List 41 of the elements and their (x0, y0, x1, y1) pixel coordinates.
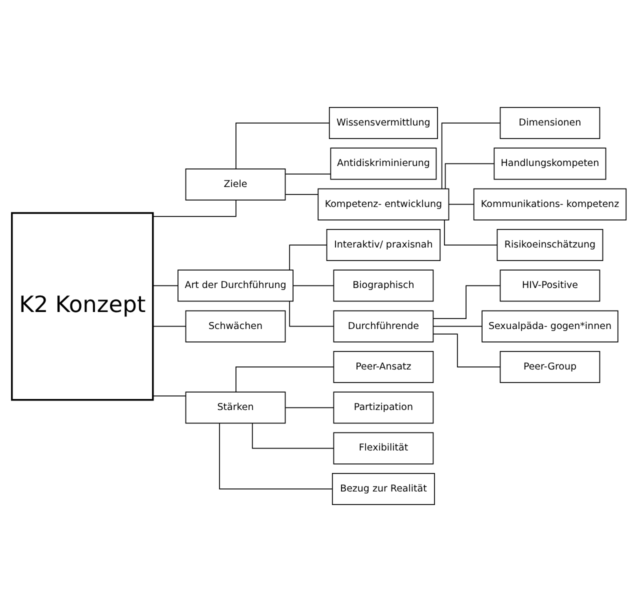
node-box: Dimensionen (500, 107, 600, 140)
node-box: Risikoeinschätzung (496, 229, 604, 262)
connector (292, 285, 334, 286)
node-box: Handlungskompeten (494, 148, 606, 180)
connector (152, 200, 236, 217)
node-box: Kompetenz- entwicklung (318, 188, 450, 220)
node-box: Peer-Ansatz (333, 350, 434, 383)
node-box: HIV-Positive (500, 270, 600, 302)
node-box: Sexualpäda- gogen*innen (482, 310, 618, 342)
connector (285, 194, 318, 195)
connector (236, 122, 330, 170)
connector (441, 122, 500, 190)
node-box: Antidiskriminierung (330, 148, 437, 180)
connector (289, 244, 328, 270)
connector (444, 220, 498, 246)
node-box: Ziele (185, 168, 286, 200)
connector (448, 204, 474, 205)
node-box: Wissensvermittlung (328, 107, 438, 140)
node-box: K2 Konzept (11, 212, 154, 401)
node-box: Peer-Group (500, 350, 600, 383)
node-box: Partizipation (333, 392, 434, 424)
connector (444, 163, 494, 190)
connector (432, 334, 501, 368)
node-box: Bezug zur Realität (332, 472, 435, 505)
connector (289, 300, 334, 327)
node-box: Schwächen (185, 310, 286, 342)
node-box: Biographisch (333, 270, 434, 302)
connector (236, 366, 334, 392)
connector (432, 326, 482, 327)
connector (152, 285, 178, 286)
connector (152, 326, 186, 327)
node-box: Interaktiv/ praxisnah (326, 229, 441, 262)
connector (219, 422, 333, 490)
node-box: Stärken (185, 392, 286, 424)
node-box: Durchführende (333, 310, 434, 342)
connector (432, 285, 501, 319)
node-box: Art der Durchführung (178, 270, 294, 302)
connector (252, 422, 334, 449)
node-box: Kommunikations- kompetenz (473, 188, 627, 220)
connector (285, 407, 334, 408)
node-box: Flexibilität (333, 432, 434, 464)
